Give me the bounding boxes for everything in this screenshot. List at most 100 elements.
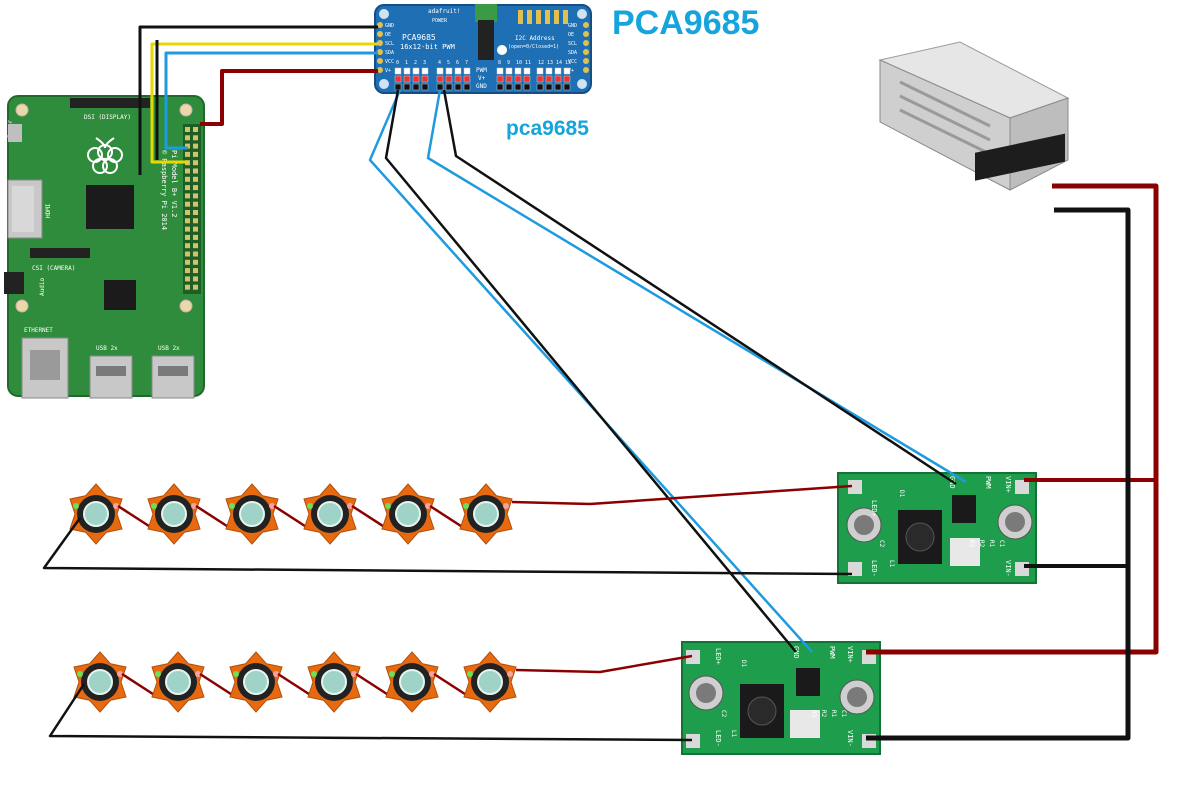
gpio-pin [193, 143, 198, 149]
channel-pin [563, 75, 571, 83]
gpio-pin [193, 243, 198, 249]
gpio-pin [185, 268, 190, 274]
sub-title: pca9685 [506, 117, 589, 140]
address-pad [518, 10, 523, 24]
channel-pin [412, 83, 420, 91]
pca-right-pin-label: V+ [568, 68, 574, 74]
pca-left-pin-label: SDA [385, 50, 394, 56]
gpio-pin [193, 151, 198, 157]
wire-led-bottom-plus [515, 654, 693, 674]
adafruit-flower-icon [497, 45, 507, 55]
channel-label: 7 [465, 60, 468, 66]
gpio-pin [193, 160, 198, 166]
led-star-icon [73, 651, 127, 713]
db-l1: L1 [730, 730, 737, 738]
channel-pin [463, 67, 471, 75]
gpio-pin [193, 185, 198, 191]
dt-pwm: PWM [984, 476, 992, 489]
pca-left-pin [377, 49, 383, 55]
channel-pin [436, 67, 444, 75]
pca-power-label: POWER [432, 18, 448, 24]
channel-pin [394, 83, 402, 91]
db-vin-minus: VIN- [846, 730, 854, 747]
psu-vent-slots [899, 80, 991, 156]
led-star-icon [459, 483, 513, 545]
pca-left-pin [377, 67, 383, 73]
gpio-pin [185, 226, 190, 232]
csi-label: CSI (CAMERA) [32, 265, 75, 272]
db-c1: C1 [840, 710, 847, 718]
led-link-wire [121, 672, 157, 698]
led-star-icon [147, 483, 201, 545]
channel-pin [545, 75, 553, 83]
channel-label: 13 [547, 60, 553, 66]
dsi-label: DSI (DISPLAY) [84, 114, 131, 121]
led-star-icon [151, 651, 205, 713]
raspberry-logo-icon [87, 137, 123, 174]
address-pad [536, 10, 541, 24]
gpio-pin [185, 201, 190, 207]
channel-pin [454, 83, 462, 91]
pca-left-pin-label: OE [385, 32, 391, 38]
gpio-pin [193, 218, 198, 224]
channel-pin [496, 75, 504, 83]
gpio-pin [185, 259, 190, 265]
gpio-pin [185, 185, 190, 191]
pca-desc: 16x12-bit PWM [400, 43, 455, 51]
dt-d1: D1 [898, 490, 905, 498]
led-link-wire [433, 672, 469, 698]
channel-label: 12 [538, 60, 544, 66]
gpio-pin [193, 168, 198, 174]
db-c2: C2 [720, 710, 727, 718]
channel-pin [421, 75, 429, 83]
address-pad [545, 10, 550, 24]
pca-left-pin [377, 40, 383, 46]
pca-right-pin-label: GND [568, 23, 577, 29]
pca-right-pin-label: VCC [568, 59, 577, 65]
channel-pin [463, 75, 471, 83]
channel-pin [523, 67, 531, 75]
led-driver-top: LED+ GND PWM VIN+ LED- VIN- R3 R2 R1 C1 … [837, 472, 1037, 584]
channel-pin [496, 83, 504, 91]
gpio-pin [185, 284, 190, 290]
wires [42, 25, 1159, 742]
pi-model-label: Pi Model B+ V1.2 [170, 150, 178, 217]
gpio-pin [193, 127, 198, 132]
address-pad [554, 10, 559, 24]
channel-pin [403, 83, 411, 91]
channel-pin [514, 67, 522, 75]
channel-pin [563, 67, 571, 75]
pca-left-pin [377, 31, 383, 37]
channel-label: 14 [556, 60, 562, 66]
channel-pin [536, 83, 544, 91]
led-star-icon [303, 483, 357, 545]
address-pad [563, 10, 568, 24]
channel-pin [445, 75, 453, 83]
db-d1: D1 [740, 660, 747, 668]
channel-pin [394, 75, 402, 83]
address-pad [527, 10, 532, 24]
channel-label: 3 [423, 60, 426, 66]
channel-label: 0 [396, 60, 399, 66]
dt-l1: L1 [888, 560, 895, 568]
db-r3: R3 [810, 710, 817, 718]
gpio-pin [185, 151, 190, 157]
pca-right-pin [583, 31, 589, 37]
wire-vcc-pi-pca [200, 69, 378, 126]
led-link-wire [429, 504, 465, 530]
gpio-pin [193, 193, 198, 199]
channel-pin [536, 67, 544, 75]
gpio-pin [193, 268, 198, 274]
pca-rail-pwm: PWM [476, 67, 487, 74]
pca-right-pin [583, 58, 589, 64]
db-led-minus: LED- [714, 730, 722, 747]
channel-pin [505, 83, 513, 91]
channel-pin [545, 67, 553, 75]
gpio-pin [193, 259, 198, 265]
led-row-bottom [73, 651, 517, 713]
channel-pin [554, 75, 562, 83]
pca-name: PCA9685 [402, 33, 436, 42]
pca-left-pin-label: VCC [385, 59, 394, 65]
dt-c1: C1 [998, 540, 1005, 548]
